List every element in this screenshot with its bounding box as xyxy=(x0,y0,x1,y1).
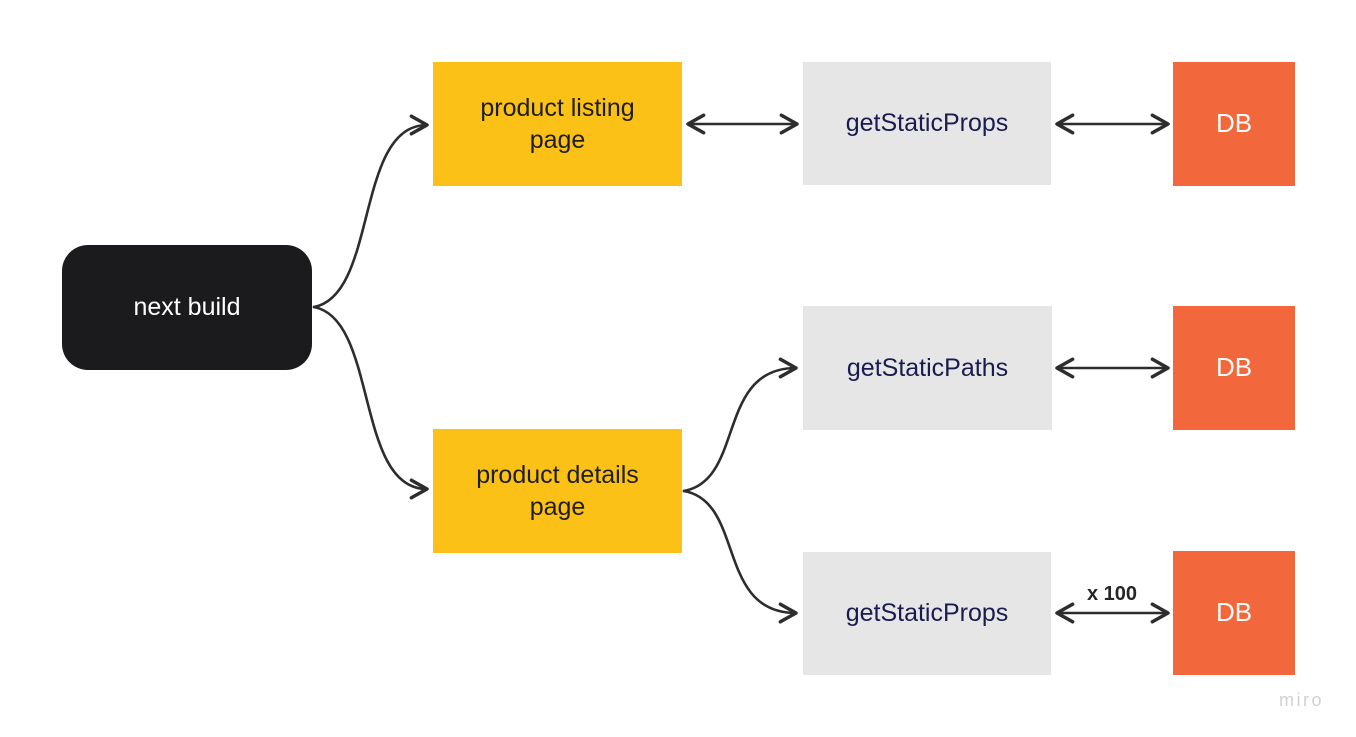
node-db-listing-label: DB xyxy=(1215,108,1253,139)
node-db-listing[interactable]: DB xyxy=(1173,62,1295,186)
node-product-listing-page-label: product listing page xyxy=(480,93,635,155)
node-next-build[interactable]: next build xyxy=(62,245,312,370)
node-get-static-props-listing-label: getStaticProps xyxy=(845,109,1009,138)
connector-multiplier-label[interactable]: x 100 xyxy=(1086,583,1138,605)
node-product-details-page-label: product details page xyxy=(476,460,639,522)
node-next-build-label: next build xyxy=(133,293,241,322)
node-db-paths[interactable]: DB xyxy=(1173,306,1295,430)
node-get-static-props-listing[interactable]: getStaticProps xyxy=(803,62,1051,185)
connector-product-details-page-to-get-static-props[interactable] xyxy=(682,489,798,624)
connector-next-build-to-product-listing-page[interactable] xyxy=(312,114,429,309)
node-get-static-props-details[interactable]: getStaticProps xyxy=(803,552,1051,675)
node-get-static-props-details-label: getStaticProps xyxy=(845,599,1009,628)
node-db-details-label: DB xyxy=(1215,597,1253,628)
connector-product-details-page-to-get-static-paths[interactable] xyxy=(682,357,798,493)
miro-watermark: miro xyxy=(1279,690,1324,710)
node-get-static-paths-label: getStaticPaths xyxy=(846,353,1009,382)
node-product-listing-page[interactable]: product listing page xyxy=(433,62,682,186)
node-db-details[interactable]: DB xyxy=(1173,551,1295,675)
node-db-paths-label: DB xyxy=(1215,352,1253,383)
node-get-static-paths[interactable]: getStaticPaths xyxy=(803,306,1052,430)
connector-next-build-to-product-details-page[interactable] xyxy=(312,305,429,500)
node-product-details-page[interactable]: product details page xyxy=(433,429,682,553)
